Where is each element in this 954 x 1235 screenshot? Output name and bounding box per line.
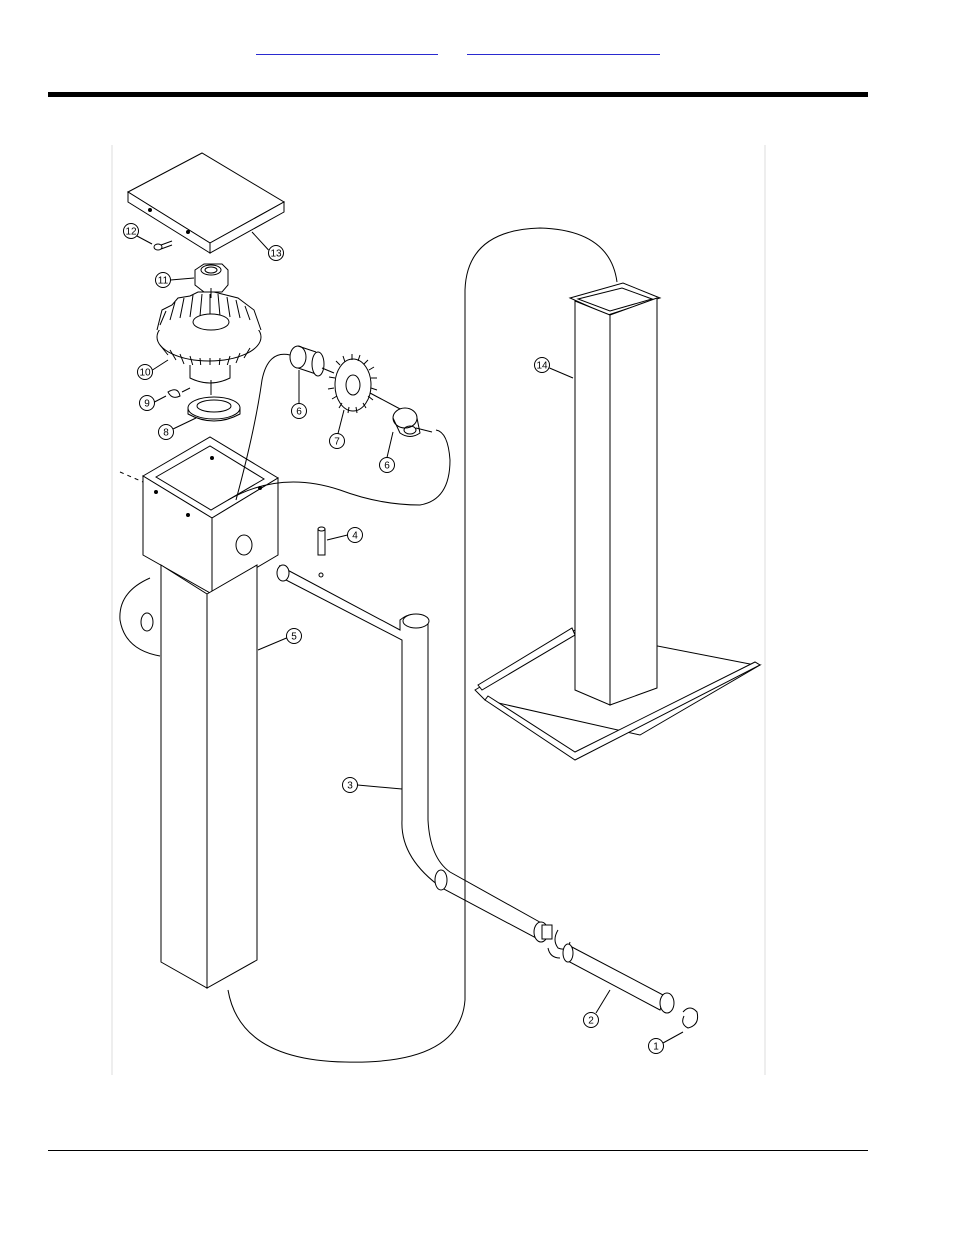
callout-1: 1 — [649, 1032, 684, 1054]
bearing-part — [188, 397, 240, 421]
svg-text:12: 12 — [125, 227, 137, 238]
callout-6-upper: 6 — [292, 370, 307, 419]
callout-5: 5 — [258, 629, 302, 651]
svg-text:7: 7 — [334, 437, 340, 448]
crank-shaft-part — [277, 565, 570, 958]
svg-text:10: 10 — [139, 368, 151, 379]
callout-11: 11 — [156, 273, 195, 288]
housing-tube-part — [120, 437, 278, 988]
callout-13: 13 — [252, 232, 284, 261]
svg-text:5: 5 — [291, 632, 297, 643]
leader-curve-bottom — [228, 870, 465, 1062]
svg-text:8: 8 — [163, 428, 169, 439]
sleeve-part — [563, 944, 674, 1013]
nut-part — [195, 264, 228, 292]
svg-text:13: 13 — [270, 249, 282, 260]
snap-ring-part — [683, 1008, 698, 1028]
svg-text:3: 3 — [347, 781, 353, 792]
svg-text:2: 2 — [588, 1016, 594, 1027]
svg-text:6: 6 — [384, 461, 390, 472]
svg-text:4: 4 — [352, 531, 358, 542]
bevel-gear-large-part — [157, 288, 261, 395]
key-part — [168, 390, 180, 398]
callout-6-lower: 6 — [380, 432, 395, 473]
callout-8: 8 — [159, 418, 197, 440]
svg-text:14: 14 — [536, 361, 548, 372]
callout-2: 2 — [584, 990, 611, 1028]
svg-text:6: 6 — [296, 407, 302, 418]
cover-plate-part — [128, 153, 284, 253]
callout-7: 7 — [330, 410, 345, 449]
svg-text:1: 1 — [653, 1042, 659, 1053]
svg-text:11: 11 — [158, 276, 169, 287]
pinion-assembly-part — [290, 346, 432, 437]
footer-rule — [48, 1150, 868, 1151]
stand-post-part — [475, 283, 760, 760]
callout-3: 3 — [343, 778, 403, 793]
roll-pin-part — [318, 527, 325, 577]
bolt-part — [154, 241, 172, 250]
svg-text:9: 9 — [144, 399, 150, 410]
callout-12: 12 — [124, 224, 153, 245]
callout-9: 9 — [140, 396, 167, 411]
callout-10: 10 — [138, 360, 169, 380]
callout-4: 4 — [327, 528, 363, 543]
callout-14: 14 — [535, 358, 574, 379]
